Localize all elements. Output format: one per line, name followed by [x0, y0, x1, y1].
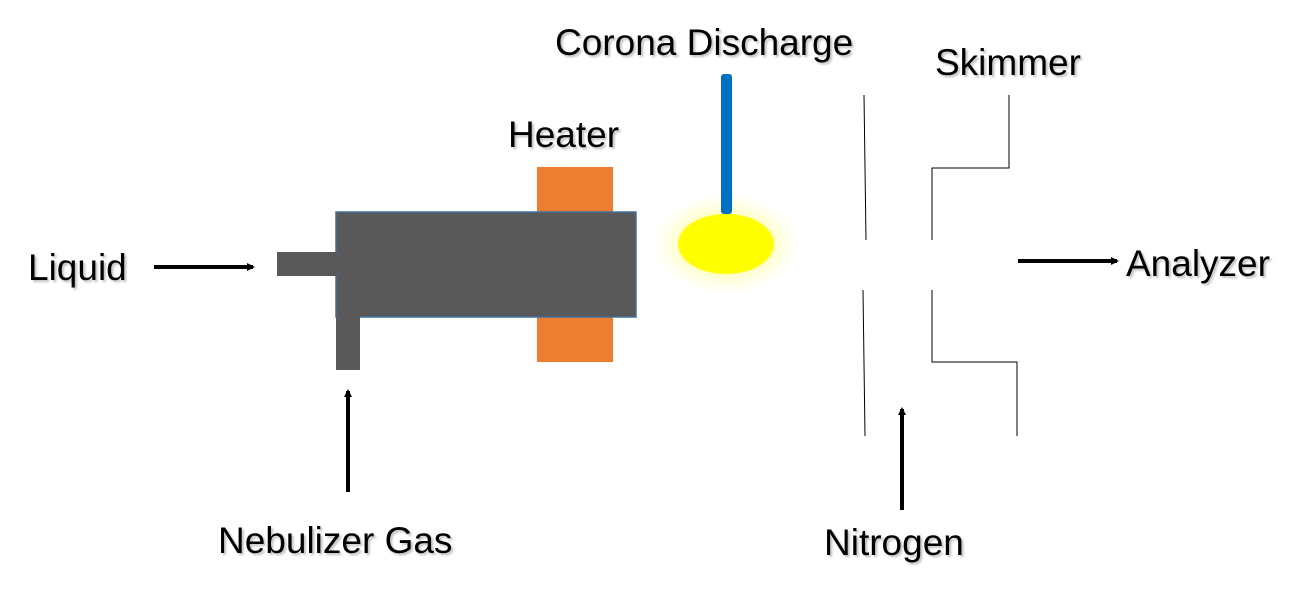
plate-upper — [863, 94, 867, 241]
discharge-plasma — [678, 214, 774, 274]
label-nebulizer-gas: Nebulizer Gas — [218, 520, 453, 561]
heater-top-block — [537, 167, 613, 213]
gas-inlet-tube — [336, 316, 360, 370]
nebulizer-body — [335, 211, 637, 318]
plate-lower — [862, 289, 866, 437]
skimmer-upper — [931, 95, 1010, 240]
label-liquid: Liquid — [28, 247, 127, 288]
skimmer-lower — [931, 290, 1018, 436]
label-analyzer: Analyzer — [1126, 243, 1270, 284]
label-heater: Heater — [508, 114, 620, 155]
label-corona-discharge: Corona Discharge — [555, 22, 854, 63]
liquid-inlet-tube — [277, 252, 337, 276]
label-skimmer: Skimmer — [935, 42, 1081, 83]
label-nitrogen: Nitrogen — [824, 522, 964, 563]
heater-bottom-block — [537, 317, 613, 362]
corona-needle — [721, 74, 732, 214]
